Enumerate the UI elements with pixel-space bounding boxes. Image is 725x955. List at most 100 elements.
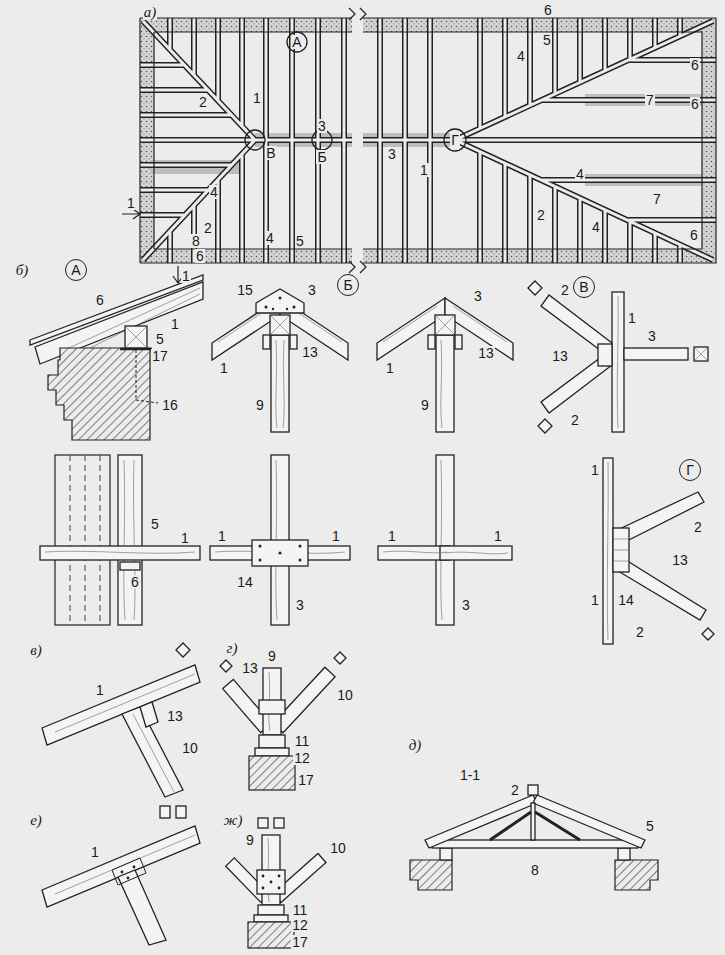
callout-number: 1 — [126, 196, 136, 210]
detail-e — [133, 866, 136, 869]
callout-number: 14 — [236, 575, 254, 589]
detail-a — [48, 348, 150, 440]
callout-number: 9 — [245, 833, 255, 847]
plan-view — [245, 130, 265, 150]
detail-v — [528, 281, 542, 295]
detail-g — [603, 458, 714, 644]
detail-v — [624, 348, 688, 360]
detail-a — [55, 455, 110, 625]
detail-v-strut — [140, 702, 158, 727]
panel-letter: а) — [143, 5, 158, 20]
callout-number: 3 — [473, 289, 483, 303]
section-1-1 — [432, 840, 638, 848]
detail-b-plate — [279, 552, 282, 555]
plan-view — [444, 129, 466, 151]
callout-number: 13 — [671, 553, 689, 567]
detail-zh — [278, 875, 281, 878]
detail-v — [612, 292, 624, 432]
detail-marker: В — [573, 276, 595, 298]
detail-g-post — [334, 652, 346, 664]
section-1-1 — [531, 803, 535, 840]
detail-b-plate — [290, 335, 297, 349]
detail-b-plate — [259, 545, 302, 562]
callout-number: 2 — [560, 283, 570, 297]
plan-view — [363, 18, 716, 263]
plan-view — [140, 18, 352, 263]
callout-number: 1 — [627, 311, 637, 325]
callout-number: 2 — [635, 625, 645, 639]
detail-g-post — [255, 748, 289, 756]
detail-b-plate — [293, 306, 296, 309]
detail-g-post — [259, 700, 285, 714]
callout-number: 17 — [291, 935, 309, 949]
callout-number: 11 — [294, 734, 311, 748]
panel-letter: в) — [29, 643, 43, 658]
callout-number: 5 — [542, 33, 552, 47]
detail-g — [613, 539, 629, 561]
detail-marker: Б — [337, 274, 359, 296]
callout-number: 6 — [690, 97, 700, 111]
detail-v-strut — [42, 665, 200, 745]
detail-b-notch — [377, 298, 513, 625]
detail-b-notch — [441, 460, 442, 620]
panel-letter: ж) — [223, 813, 244, 828]
detail-b-plate — [259, 545, 262, 548]
detail-b-plate — [271, 335, 289, 432]
callout-number: 1 — [181, 269, 191, 283]
callout-number: 1 — [252, 91, 262, 105]
detail-a — [45, 551, 195, 553]
plan-view — [312, 130, 332, 150]
detail-v — [694, 347, 708, 361]
callout-number: 9 — [255, 398, 265, 412]
section-1-1 — [440, 848, 452, 860]
callout-number: 13 — [301, 345, 319, 359]
detail-v-strut — [55, 674, 195, 732]
detail-zh — [274, 818, 284, 828]
plan-view — [122, 8, 716, 283]
detail-v — [694, 347, 708, 361]
callout-number: 9 — [267, 649, 277, 663]
plan-view — [122, 209, 140, 219]
detail-b-plate — [210, 289, 350, 625]
panel-letter: б) — [15, 263, 30, 278]
detail-v — [528, 281, 708, 433]
section-1-1 — [615, 860, 658, 890]
detail-b-notch — [378, 546, 450, 560]
detail-e — [127, 877, 130, 880]
detail-e — [121, 866, 136, 880]
callout-number: Б — [316, 150, 327, 164]
detail-a — [30, 275, 203, 625]
detail-zh — [257, 870, 285, 894]
callout-number: 14 — [617, 593, 635, 607]
detail-b-plate — [270, 315, 290, 335]
callout-number: 1 — [217, 529, 227, 543]
detail-b-notch — [441, 340, 442, 428]
detail-v — [538, 419, 552, 433]
detail-g — [607, 462, 609, 640]
callout-number: 2 — [510, 783, 520, 797]
detail-zh — [254, 915, 288, 922]
callout-number: 4 — [209, 185, 219, 199]
callout-number: 5 — [645, 819, 655, 833]
detail-marker: Г — [679, 459, 701, 481]
callout-number: 7 — [652, 192, 662, 206]
detail-zh — [258, 818, 268, 828]
detail-b-notch — [383, 551, 508, 554]
detail-b-notch — [428, 335, 435, 349]
detail-e — [160, 806, 170, 818]
detail-zh — [262, 875, 281, 890]
detail-b-plate — [270, 315, 290, 335]
section-1-1 — [425, 795, 537, 848]
detail-b-plate — [259, 559, 262, 562]
callout-number: 3 — [295, 598, 305, 612]
callout-number: 5 — [155, 332, 165, 346]
detail-zh — [262, 887, 265, 890]
callout-number: 1 — [590, 463, 600, 477]
callout-number: 6 — [690, 58, 700, 72]
plan-view — [363, 18, 716, 263]
detail-letter: В — [579, 280, 588, 294]
detail-letter: А — [71, 263, 80, 277]
callout-number: 6 — [95, 293, 105, 307]
